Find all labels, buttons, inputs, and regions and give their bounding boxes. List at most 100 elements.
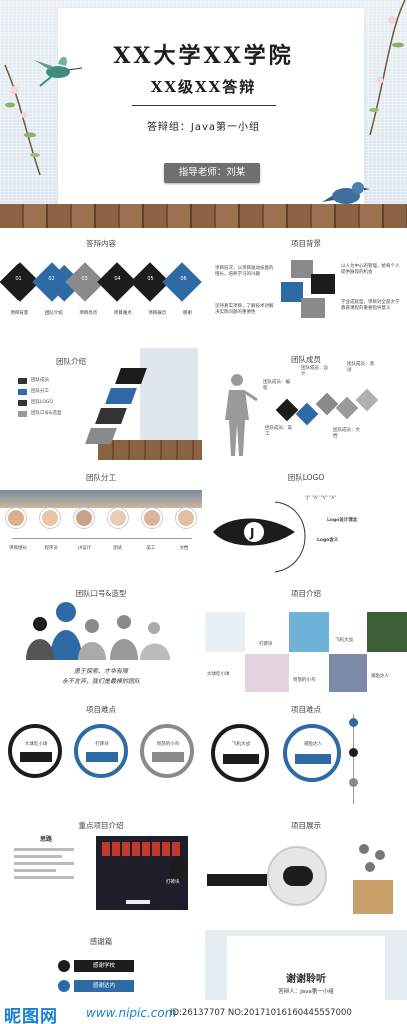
difficulty-circles-2: 飞机大战 捕鱼达人 [211, 724, 341, 782]
watermark-footer: 昵图网 www.nipic.com ID:26137707 NO:2017101… [0, 1000, 407, 1024]
demo-circle [267, 846, 327, 906]
thanks-item[interactable]: 感谢达内 [74, 980, 134, 992]
step-label: 项目亮点 [79, 311, 98, 316]
slide-thanks-list: 感谢篇 感谢学校 感谢达内 [0, 930, 202, 1000]
slogan-line2: 永不言弃，我们是最棒的团队 [61, 678, 140, 685]
team-intro-item[interactable]: 团队分工 [18, 389, 78, 395]
avatar[interactable] [6, 508, 26, 528]
role-label: 项目组长 [9, 546, 27, 551]
team-intro-stairs [85, 368, 147, 448]
avatar[interactable] [74, 508, 94, 528]
division-avatars [6, 508, 196, 528]
thumb-plane[interactable] [245, 654, 289, 692]
step-num: 02 [48, 276, 55, 282]
thumb-angry[interactable] [329, 654, 367, 692]
wooden-floor [0, 204, 407, 228]
step-num: 01 [15, 276, 22, 282]
project-label: 打砖块 [259, 642, 273, 647]
team-logo-icon: J [213, 518, 295, 546]
team-intro-label: 团队LOGO [31, 400, 53, 405]
members-hexagons [275, 388, 379, 426]
project-label: 捕鱼达人 [371, 674, 389, 679]
step-label: 感谢 [182, 311, 192, 316]
bg-text-left-top: 项目层次，以项目驱动技能的增长，培养学习的兴趣 [215, 266, 274, 277]
slogan-line1: 勇于探索、才华有限 [73, 668, 128, 675]
cover-group: 答辩组：Java第一小组 [146, 122, 261, 133]
team-intro-label: 团队口号&造型 [31, 411, 62, 416]
step-label: 项目难点 [113, 311, 132, 316]
thumb-fishing[interactable] [367, 612, 407, 652]
slide-title: 感谢篇 [89, 937, 113, 946]
slide-team-intro: 团队介绍 团队成员 团队分工 团队LOGO 团队口号&造型 [0, 348, 202, 460]
project-label: 愤怒的小鸟 [293, 678, 316, 683]
project-label: 大球吃小球 [207, 672, 230, 677]
role-label: UI设计 [77, 546, 92, 551]
slide-title: 团队介绍 [56, 357, 86, 366]
difficulty-circle[interactable]: 打砖块 [74, 724, 128, 778]
watermark-url: www.nipic.com [86, 1006, 177, 1020]
avatar[interactable] [40, 508, 60, 528]
cover-divider [132, 105, 276, 106]
team-intro-item[interactable]: 团队口号&造型 [18, 411, 78, 417]
role-label: 测试 [113, 546, 123, 551]
slide-background: 项目背景 项目层次，以项目驱动技能的增长，培养学习的兴趣 坚持真实项目，了解技术… [205, 232, 407, 344]
project-label: 飞机大战 [335, 638, 353, 643]
slide-title: 团队成员 [291, 355, 321, 364]
difficulty-label: 大球吃小球 [24, 742, 48, 747]
bg-text-left-bottom: 坚持真实项目，了解技术对解决实际问题的重要性 [215, 304, 274, 315]
thanks-item[interactable]: 感谢学校 [74, 960, 134, 972]
slide-difficulty-2: 项目难点 飞机大战 捕鱼达人 [205, 698, 407, 810]
flower-branch-left-icon [4, 64, 41, 176]
member-note: 团队成员：测试 [347, 362, 374, 373]
difficulty-circle[interactable]: 愤怒的小鸟 [140, 724, 194, 778]
difficulty-circle[interactable]: 捕鱼达人 [283, 724, 341, 782]
bg-text-right-bottom: 学业成就型，项目对全部大学教育课程的重要指导意义 [341, 300, 400, 311]
steps-numbers: 01 02 03 04 05 06 [2, 276, 200, 282]
team-intro-item[interactable]: 团队成员 [18, 378, 78, 384]
bg-puzzle [281, 260, 337, 322]
logo-arc [274, 501, 306, 573]
avatar[interactable] [108, 508, 128, 528]
game-label: 打砖块 [166, 880, 180, 885]
thumb-flappy[interactable] [289, 612, 329, 652]
step-6[interactable] [162, 262, 202, 302]
thanks-title: 谢谢聆听 [286, 974, 326, 985]
difficulty-label: 捕鱼达人 [304, 742, 322, 747]
step-num: 04 [114, 276, 121, 282]
wood-floor [98, 440, 202, 460]
logo-meaning2: Logo含义 [317, 538, 339, 543]
cover-title: XX大学XX学院 [113, 43, 294, 69]
slide-title: 团队分工 [86, 473, 116, 482]
slide-logo: 团队LOGO "J" "A" "V" "A" J Logo设计理念 Logo含义 [205, 466, 407, 578]
logo-meaning-title: Logo设计理念 [327, 518, 358, 523]
hummingbird-icon [34, 56, 83, 87]
team-intro-item[interactable]: 团队LOGO [18, 400, 78, 406]
step-num: 05 [147, 276, 154, 282]
slide-title: 项目背景 [291, 239, 321, 248]
difficulty-label: 飞机大战 [232, 742, 250, 747]
step-num: 03 [81, 276, 88, 282]
avatar[interactable] [142, 508, 162, 528]
thumb-breakout[interactable] [205, 612, 245, 652]
step-label: 团队介绍 [44, 311, 63, 316]
demo-box-icon [345, 840, 401, 916]
role-label: 文档 [179, 546, 189, 551]
difficulty-label: 愤怒的小鸟 [156, 742, 180, 747]
difficulty-circle[interactable]: 飞机大战 [211, 724, 269, 782]
slogan-figures [26, 602, 170, 660]
slide-slogan: 团队口号&造型 勇于探索、才华有限 永不言弃，我们是最棒的团队 [0, 582, 202, 694]
steps-row [0, 262, 202, 302]
slide-title: 项目难点 [86, 705, 116, 714]
member-note: 团队成员：编程 [263, 380, 290, 391]
person-silhouette-icon [225, 374, 258, 456]
watermark-logo: 昵图网 [4, 1007, 58, 1024]
slide-demo: 项目展示 [205, 814, 407, 926]
slide-title: 重点项目介绍 [78, 821, 124, 830]
slide-title: 项目介绍 [291, 589, 321, 598]
step-num: 06 [180, 276, 187, 282]
thanks-group: 答辩人：Java第一小组 [278, 989, 334, 995]
division-line [12, 538, 192, 539]
difficulty-circle[interactable]: 大球吃小球 [8, 724, 62, 778]
avatar[interactable] [176, 508, 196, 528]
steps-labels: 项目背景 团队介绍 项目亮点 项目难点 项目展示 感谢 [2, 310, 200, 316]
